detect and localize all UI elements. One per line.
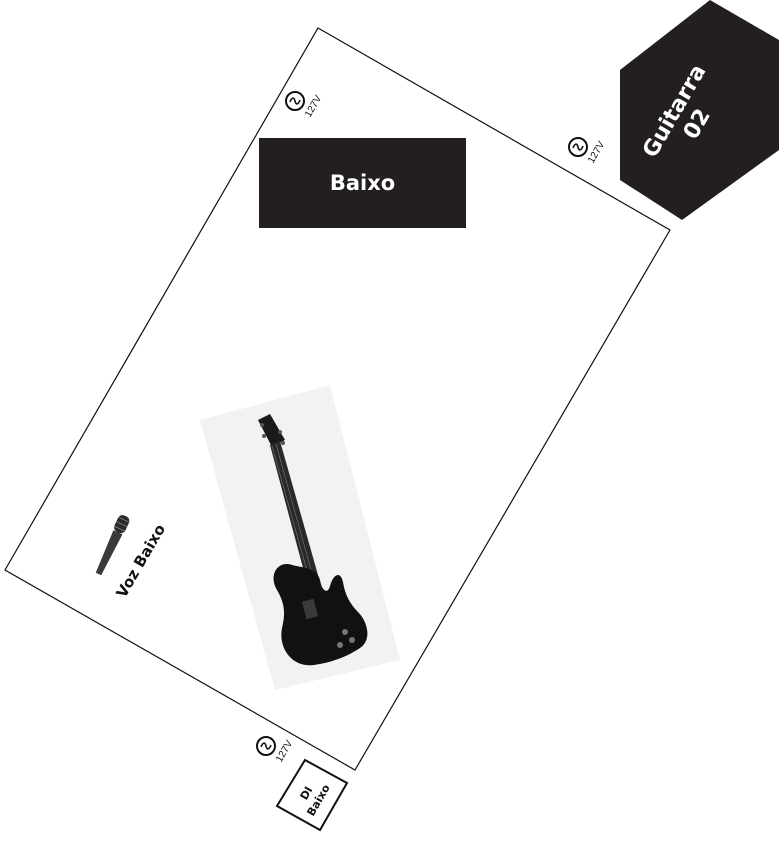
microphone-icon [93,513,131,576]
power-outlet-icon [286,92,304,110]
baixo-label-text: Baixo [330,171,395,195]
power-outlet-icon [257,737,275,755]
power-outlet-icon [569,138,587,156]
baixo-label: Baixo [259,138,466,228]
